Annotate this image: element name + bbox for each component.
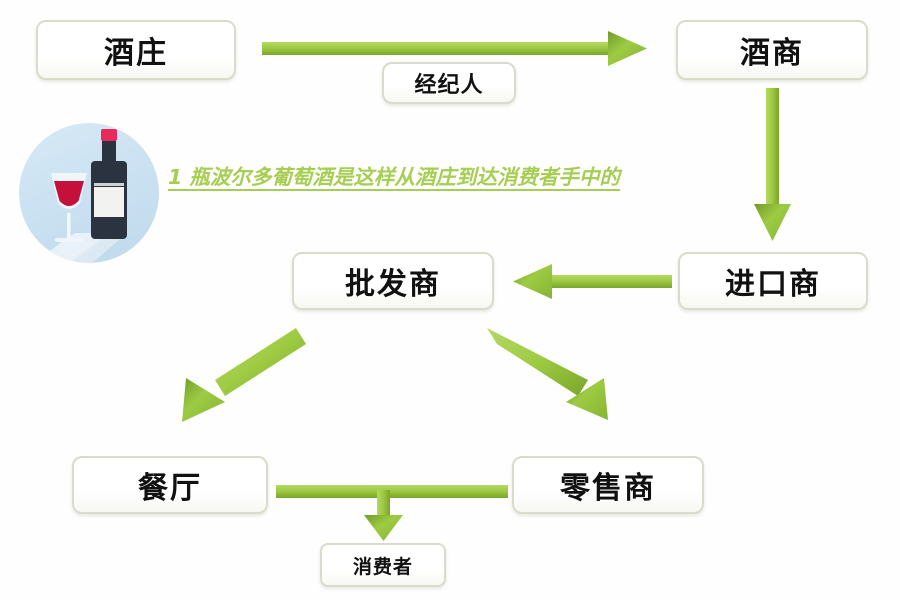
node-broker[interactable]: 经纪人: [382, 62, 516, 104]
node-merchant-label: 酒商: [740, 36, 804, 71]
node-retailer-label: 零售商: [560, 471, 656, 506]
node-restaurant[interactable]: 餐厅: [72, 456, 268, 514]
node-restaurant-label: 餐厅: [138, 471, 202, 506]
node-winery[interactable]: 酒庄: [36, 20, 236, 80]
arrow-wholesaler-to-retailer: [487, 328, 608, 420]
node-wholesaler-label: 批发商: [345, 267, 441, 302]
wine-bottle-and-glass-icon: [19, 123, 159, 263]
node-broker-label: 经纪人: [414, 73, 484, 98]
node-consumer-label: 消费者: [352, 555, 413, 578]
caption-text: 1 瓶波尔多葡萄酒是这样从酒庄到达消费者手中的: [168, 165, 620, 189]
arrow-wholesaler-to-restaurant: [182, 328, 306, 422]
node-merchant[interactable]: 酒商: [676, 20, 868, 80]
node-winery-label: 酒庄: [104, 36, 168, 71]
arrow-importer-to-wholesaler: [513, 264, 672, 299]
arrow-winery-to-merchant: [262, 31, 647, 66]
arrow-to-consumer: [276, 485, 508, 541]
node-consumer[interactable]: 消费者: [320, 543, 446, 587]
arrow-merchant-to-importer: [754, 88, 791, 241]
node-wholesaler[interactable]: 批发商: [292, 252, 494, 310]
node-importer[interactable]: 进口商: [678, 252, 868, 310]
node-importer-label: 进口商: [725, 267, 821, 302]
node-retailer[interactable]: 零售商: [512, 456, 704, 514]
